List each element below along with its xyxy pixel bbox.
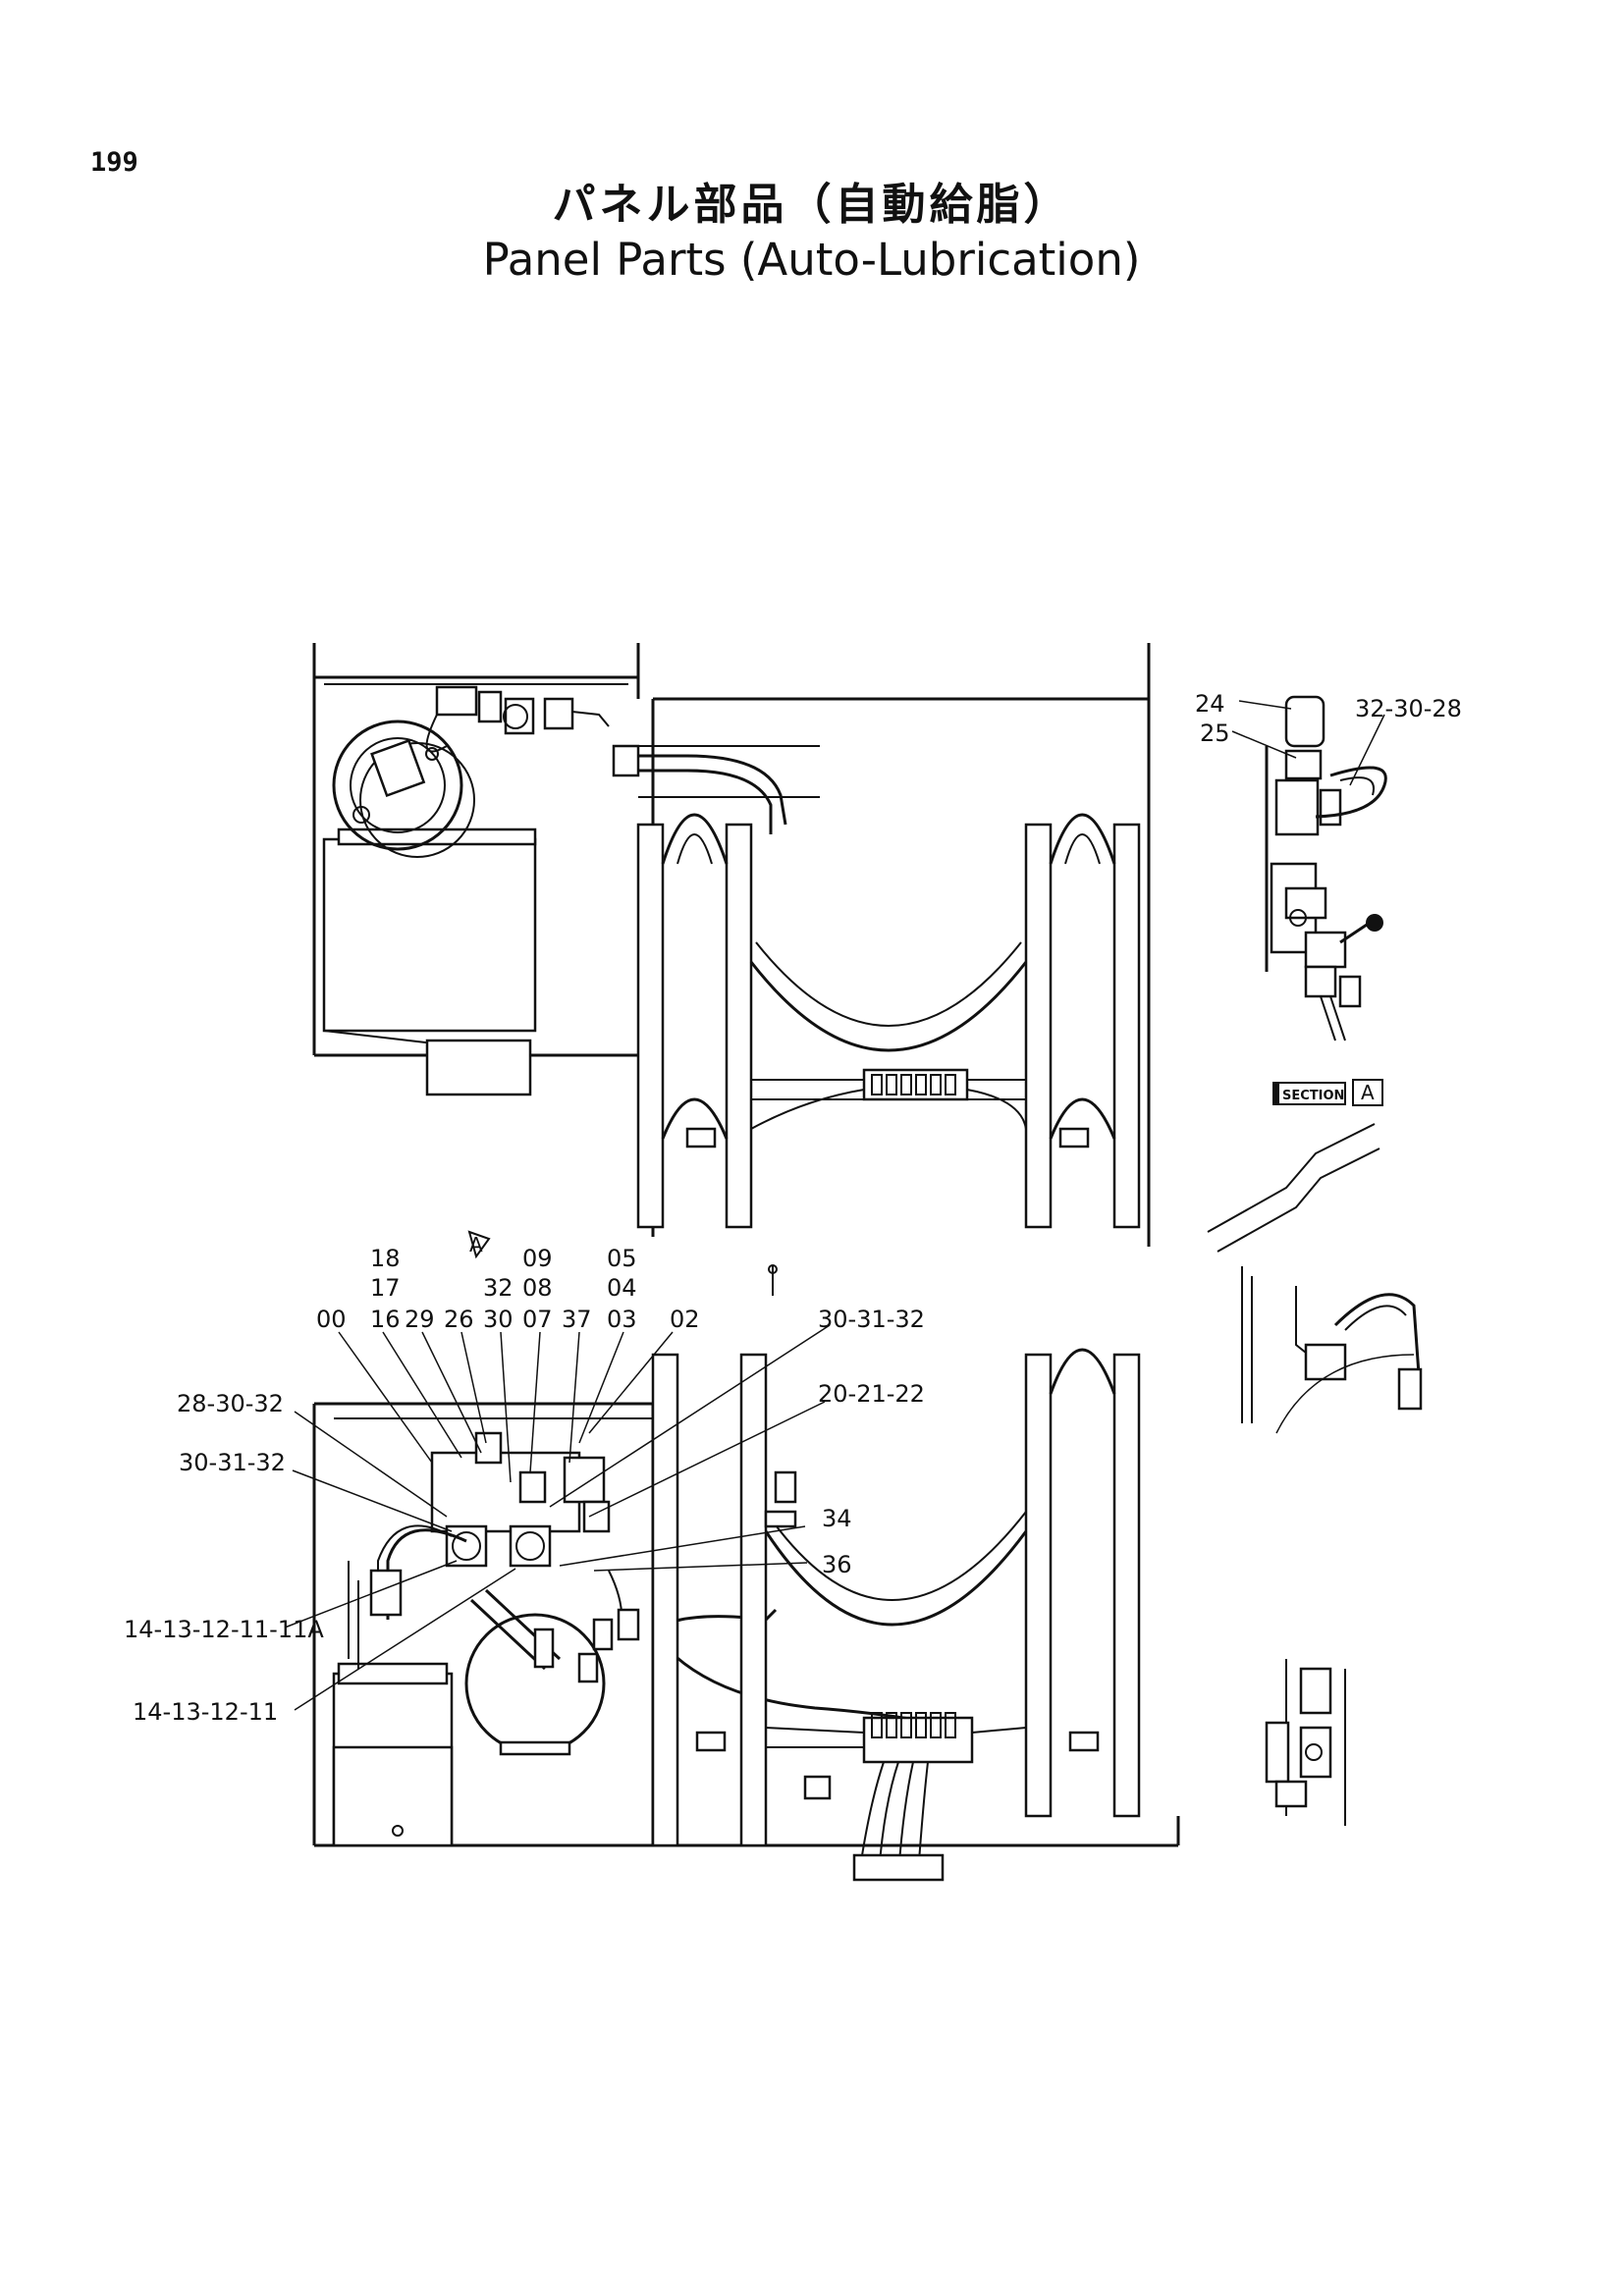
page-title-japanese: パネル部品（自動給脂） xyxy=(552,180,1071,230)
callout-09: 09 xyxy=(522,1245,553,1272)
page-title-english: Panel Parts (Auto-Lubrication) xyxy=(482,234,1141,286)
callout-17: 17 xyxy=(370,1274,401,1302)
top-view-drawing xyxy=(312,643,1151,1247)
callout-32: 32 xyxy=(483,1274,514,1302)
detail-view-drawing xyxy=(1207,1123,1423,1434)
callout-05: 05 xyxy=(607,1245,637,1272)
callout-labels: 24 25 32-30-28 18 17 09 32 08 05 04 00 1… xyxy=(124,690,1462,1726)
section-a-drawing: SECTION A xyxy=(1265,695,1387,1106)
callout-16: 16 xyxy=(370,1306,401,1333)
callout-07: 07 xyxy=(522,1306,553,1333)
callout-14-13-12-11: 14-13-12-11 xyxy=(133,1698,278,1726)
callout-04: 04 xyxy=(607,1274,637,1302)
callout-25: 25 xyxy=(1200,720,1230,747)
callout-24: 24 xyxy=(1195,690,1225,718)
section-arrow-letter: A xyxy=(469,1233,483,1256)
callout-14-13-12-11-11a: 14-13-12-11-11A xyxy=(124,1616,324,1643)
callout-28-30-32: 28-30-32 xyxy=(177,1390,284,1417)
callout-02: 02 xyxy=(670,1306,700,1333)
leader-lines xyxy=(284,700,1385,1711)
callout-30-31-32-left: 30-31-32 xyxy=(179,1449,286,1476)
callout-26: 26 xyxy=(444,1306,474,1333)
page-number: 199 xyxy=(90,147,138,178)
callout-20-21-22: 20-21-22 xyxy=(818,1380,925,1408)
callout-34: 34 xyxy=(822,1505,852,1532)
detail-valve-drawing xyxy=(1265,1659,1346,1826)
callout-30: 30 xyxy=(483,1306,514,1333)
callout-29: 29 xyxy=(405,1306,435,1333)
callout-32-30-28: 32-30-28 xyxy=(1355,695,1462,722)
bottom-view-drawing xyxy=(312,1348,1180,1882)
callout-30-31-32-top: 30-31-32 xyxy=(818,1306,925,1333)
callout-37: 37 xyxy=(562,1306,592,1333)
section-arrow-marker: A xyxy=(467,1230,491,1259)
callout-08: 08 xyxy=(522,1274,553,1302)
callout-36: 36 xyxy=(822,1551,852,1578)
small-pin-mark xyxy=(768,1264,778,1296)
section-label: SECTION xyxy=(1282,1089,1344,1103)
section-letter: A xyxy=(1361,1081,1375,1104)
callout-03: 03 xyxy=(607,1306,637,1333)
callout-18: 18 xyxy=(370,1245,401,1272)
callout-00: 00 xyxy=(316,1306,347,1333)
